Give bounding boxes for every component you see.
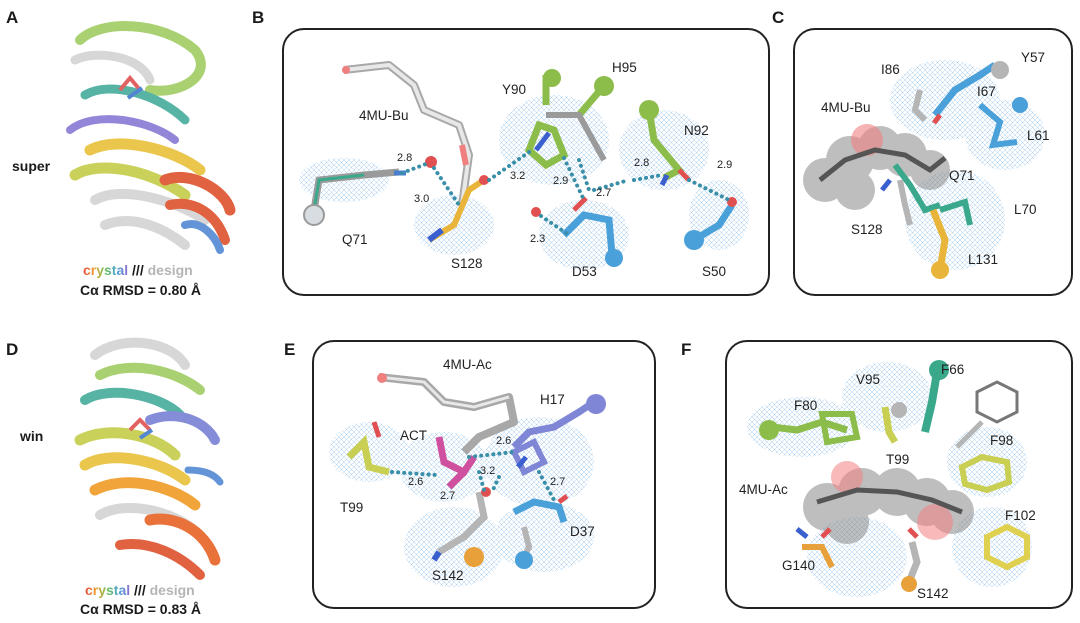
residue-label-h95: H95: [612, 60, 637, 75]
residue-label-f102: F102: [1005, 508, 1036, 523]
distance-label: 2.7: [440, 490, 456, 502]
distance-label: 2.7: [596, 187, 612, 199]
residue-label-f98: F98: [990, 433, 1014, 448]
panel-letter-c: C: [772, 8, 785, 27]
residue-label-q71: Q71: [949, 168, 975, 183]
residue-label-t99: T99: [886, 452, 910, 467]
panel-e-box: 4MU-Ac ACT H17 T99 D37 S142 2.6 2.6 3.2 …: [312, 340, 656, 609]
residue-label-f66: F66: [941, 362, 965, 377]
ligand-label-4mu-ac: 4MU-Ac: [443, 357, 492, 372]
residue-label-l61: L61: [1027, 128, 1050, 143]
distance-label: 2.9: [717, 159, 733, 171]
distance-label: 2.7: [550, 476, 566, 488]
ligand-label-act: ACT: [400, 428, 427, 443]
residue-label-v95: V95: [856, 372, 881, 387]
residue-label-i67: I67: [977, 84, 996, 99]
residue-label-y57: Y57: [1021, 50, 1046, 65]
panel-letter-d: D: [6, 340, 19, 359]
legend-crystal-design-a: crystal /// design: [83, 262, 193, 278]
residue-label-g140: G140: [782, 558, 816, 573]
legend-separator: ///: [134, 582, 146, 598]
legend-design-label: design: [149, 582, 195, 598]
panel-c-structure: [803, 60, 1045, 279]
residue-label-s50: S50: [702, 264, 727, 279]
residue-label-t99: T99: [340, 500, 364, 515]
residue-label-s142: S142: [917, 586, 949, 601]
distance-label: 3.2: [510, 170, 526, 182]
legend-separator: ///: [132, 262, 144, 278]
panel-f-structure: [747, 360, 1032, 597]
ligand-label-4mu-bu: 4MU-Bu: [359, 108, 409, 123]
rmsd-super: Cα RMSD = 0.80 Å: [80, 282, 202, 298]
residue-label-s128: S128: [451, 256, 483, 271]
residue-label-n92: N92: [684, 123, 709, 138]
residue-label-s128: S128: [851, 222, 883, 237]
residue-label-f80: F80: [794, 398, 818, 413]
legend-design-label: design: [147, 262, 193, 278]
legend-crystal-label: crystal: [83, 262, 129, 278]
residue-label-i86: I86: [881, 62, 900, 77]
distance-label: 2.3: [530, 233, 546, 245]
residue-label-d37: D37: [570, 524, 595, 539]
residue-label-l131: L131: [968, 252, 999, 267]
distance-label: 2.6: [496, 435, 512, 447]
panel-letter-a: A: [6, 8, 19, 27]
panel-letter-b: B: [252, 8, 265, 27]
distance-label: 2.8: [634, 157, 650, 169]
panel-letter-f: F: [681, 340, 692, 359]
panel-c-box: I86 Y57 4MU-Bu I67 L61 Q71 L70 S128 L131: [793, 28, 1073, 296]
panel-b-box: 4MU-Bu Q71 S128 Y90 H95 N92 D53 S50 2.8 …: [282, 28, 770, 296]
residue-label-s142: S142: [432, 568, 464, 583]
design-name-super: super: [12, 158, 51, 174]
residue-label-l70: L70: [1014, 202, 1037, 217]
distance-label: 2.9: [553, 175, 569, 187]
residue-label-d53: D53: [572, 264, 597, 279]
distance-label: 2.6: [408, 476, 424, 488]
panel-b-structure: [299, 61, 749, 270]
residue-label-h17: H17: [540, 392, 565, 407]
design-name-win: win: [20, 428, 44, 444]
distance-label: 3.2: [480, 465, 496, 477]
distance-label: 2.8: [397, 152, 413, 164]
rmsd-win: Cα RMSD = 0.83 Å: [80, 601, 202, 617]
residue-label-q71: Q71: [342, 232, 368, 247]
ligand-label-4mu-bu: 4MU-Bu: [821, 100, 871, 115]
residue-label-y90: Y90: [502, 82, 527, 97]
legend-crystal-design-d: crystal /// design: [85, 582, 195, 598]
legend-crystal-label: crystal: [85, 582, 131, 598]
ligand-label-4mu-ac: 4MU-Ac: [739, 482, 788, 497]
panel-letter-e: E: [284, 340, 296, 359]
panel-e-structure: [329, 373, 606, 587]
panel-f-box: V95 F66 F80 F98 T99 4MU-Ac F102 G140 S14…: [725, 340, 1073, 609]
distance-label: 3.0: [414, 193, 430, 205]
